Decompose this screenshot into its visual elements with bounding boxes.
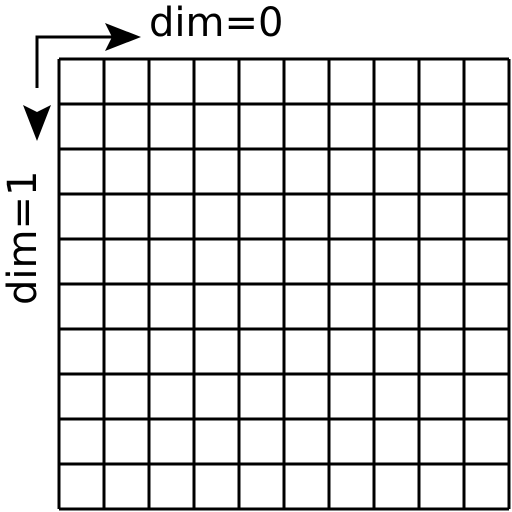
dim0-label: dim=0	[149, 0, 283, 46]
dim1-arrow-head	[23, 105, 51, 141]
grid	[57, 57, 511, 511]
dim0-arrow-head	[105, 23, 141, 51]
dim1-label: dim=1	[0, 171, 46, 305]
axis-arrows	[23, 23, 141, 141]
dim0-arrow-shaft	[35, 35, 112, 88]
